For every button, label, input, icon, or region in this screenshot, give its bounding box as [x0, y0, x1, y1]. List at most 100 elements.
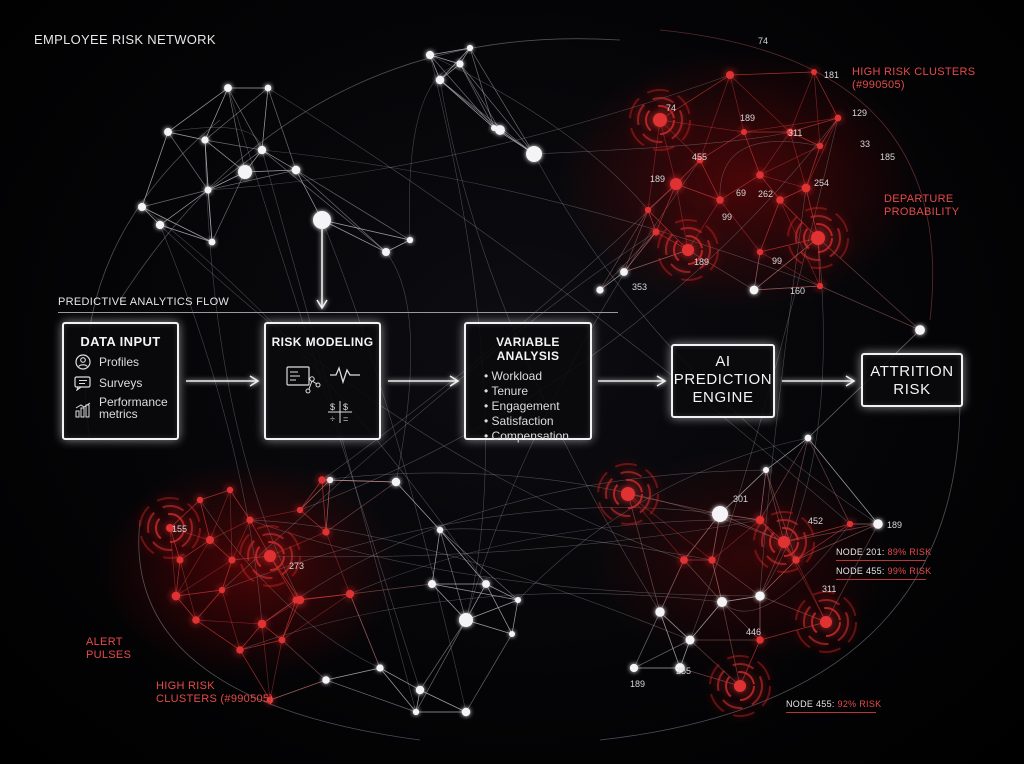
risk-node [295, 595, 305, 605]
risk-node [734, 680, 746, 692]
node-number: 33 [860, 139, 871, 149]
node-455-risk-label: NODE 455: 99% RISK [836, 566, 932, 576]
risk-node [318, 476, 326, 484]
survey-chat-icon [74, 375, 92, 391]
list-item: Satisfaction [484, 414, 590, 429]
node-number: 189 [630, 679, 646, 689]
node-number: 189 [740, 113, 756, 123]
network-node [482, 580, 490, 588]
network-node [406, 236, 414, 244]
data-input-box[interactable]: DATA INPUT Profiles Surveys Performance … [62, 322, 179, 440]
network-node [873, 519, 883, 529]
network-node [459, 613, 473, 627]
node-number: 99 [772, 256, 783, 266]
risk-node [621, 487, 635, 501]
network-node [685, 635, 695, 645]
risk-node [756, 171, 764, 179]
risk-node [846, 520, 854, 528]
network-node [514, 596, 522, 604]
risk-node [176, 556, 184, 564]
risk-node [756, 248, 764, 256]
node-number: 185 [880, 152, 896, 162]
risk-node [644, 206, 652, 214]
list-item: Engagement [484, 399, 590, 414]
variable-analysis-title: VARIABLE ANALYSIS [496, 335, 560, 363]
node-number: 99 [722, 212, 733, 222]
network-node [257, 145, 267, 155]
network-node [495, 125, 505, 135]
network-node [712, 506, 728, 522]
risk-node [776, 196, 784, 204]
list-item: Compensation [484, 429, 590, 444]
list-item: Workload [484, 369, 590, 384]
data-input-item-profiles: Profiles [74, 354, 177, 370]
risk-node [278, 636, 286, 644]
network-node [291, 165, 301, 175]
ai-prediction-engine-box[interactable]: AI PREDICTION ENGINE [671, 344, 775, 418]
page-title: EMPLOYEE RISK NETWORK [34, 32, 216, 47]
risk-node [680, 556, 688, 564]
network-node [749, 285, 759, 295]
risk-node [811, 231, 825, 245]
risk-node [810, 68, 818, 76]
risk-node [205, 535, 215, 545]
risk-node [266, 696, 274, 704]
network-node [313, 211, 331, 229]
network-node [201, 136, 209, 144]
node-number: 301 [733, 494, 749, 504]
node-number: 189 [887, 520, 903, 530]
network-node [164, 128, 172, 136]
calculator-icon: $$÷= [327, 400, 353, 429]
network-node [629, 663, 639, 673]
node-number: 273 [289, 561, 305, 571]
node-number: 74 [758, 36, 769, 46]
variable-analysis-box[interactable]: VARIABLE ANALYSIS Workload Tenure Engage… [464, 322, 592, 443]
network-node [382, 248, 390, 256]
risk-node [834, 114, 842, 122]
risk-modeling-box[interactable]: RISK MODELING $$÷= [264, 322, 381, 440]
risk-node [725, 70, 735, 80]
node-number: 189 [650, 174, 666, 184]
network-node [264, 84, 272, 92]
network-node [224, 84, 232, 92]
network-node [238, 165, 252, 179]
risk-node [716, 196, 724, 204]
risk-node [786, 128, 794, 136]
network-node [208, 238, 216, 246]
risk-node [296, 506, 304, 514]
attrition-risk-box[interactable]: ATTRITION RISK [861, 353, 963, 407]
network-node [425, 50, 435, 60]
risk-node [345, 589, 355, 599]
node-number: 311 [822, 584, 837, 594]
risk-node [682, 244, 694, 256]
network-node [137, 202, 147, 212]
network-node [655, 607, 665, 617]
risk-modeling-title: RISK MODELING [271, 335, 374, 349]
risk-node [778, 536, 790, 548]
node-number: 129 [852, 108, 868, 118]
network-node [376, 664, 384, 672]
network-node [915, 325, 925, 335]
svg-text:$: $ [330, 402, 335, 412]
risk-node [246, 516, 254, 524]
risk-node [652, 228, 660, 236]
risk-node [670, 178, 682, 190]
network-node [526, 146, 542, 162]
risk-node [228, 556, 236, 564]
network-node [461, 707, 471, 717]
network-node [456, 60, 464, 68]
risk-node [218, 586, 226, 594]
network-node [596, 286, 604, 294]
risk-node [192, 616, 200, 624]
node-number: 455 [692, 152, 708, 162]
network-node [428, 580, 436, 588]
high-risk-clusters-label-top: HIGH RISK CLUSTERS(#990505) [852, 66, 976, 91]
network-node [322, 676, 330, 684]
network-node [620, 268, 628, 276]
data-input-item-performance: Performance metrics [74, 396, 177, 420]
network-node [466, 44, 474, 52]
network-node [412, 708, 420, 716]
